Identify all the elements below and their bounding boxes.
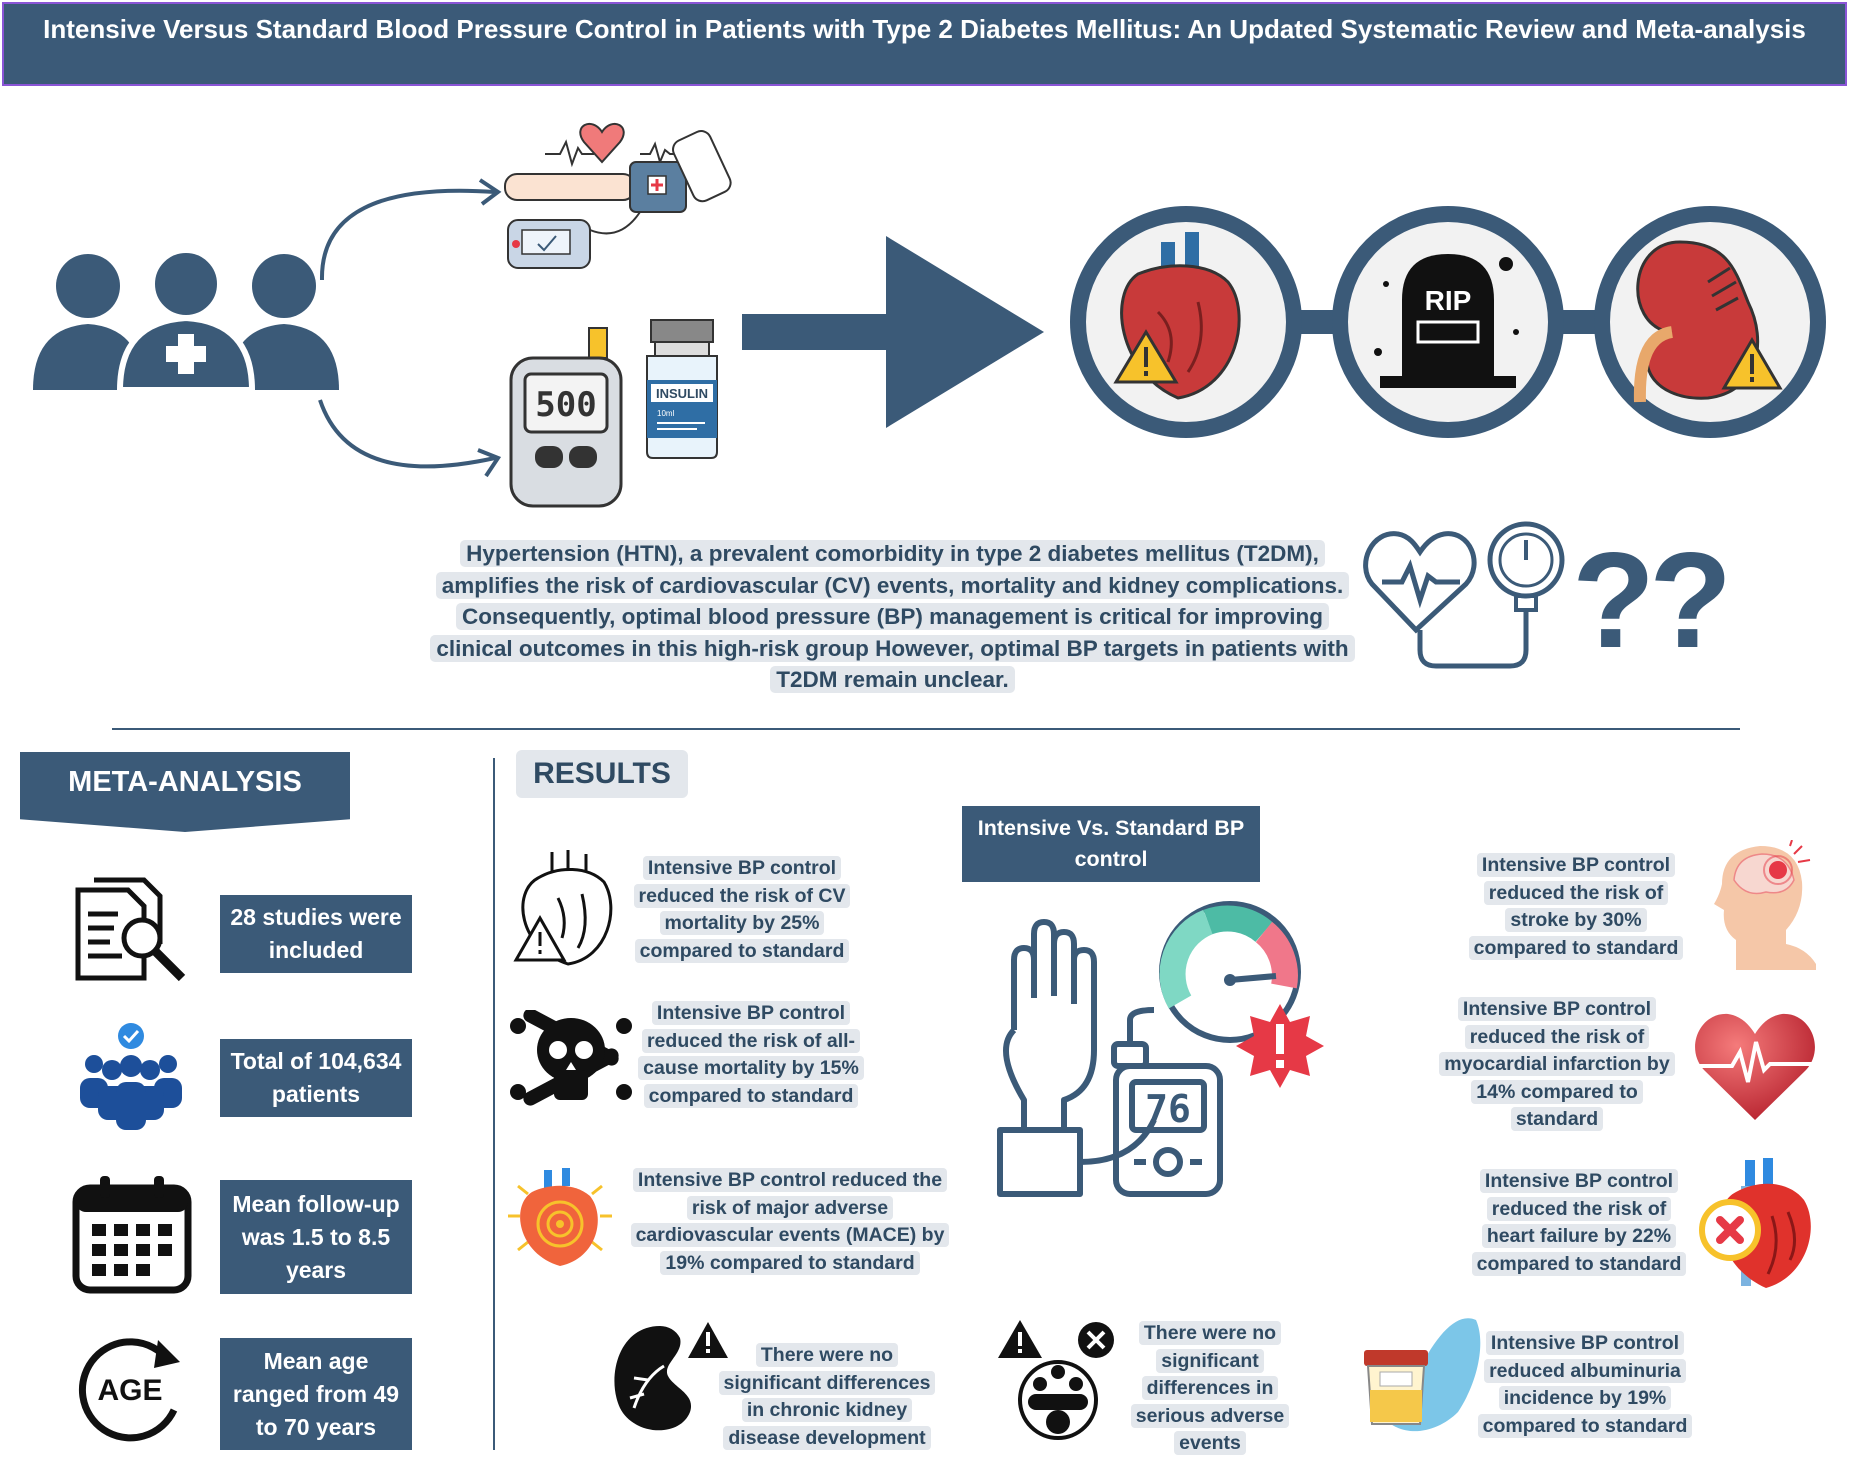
big-right-arrow-icon xyxy=(742,236,1044,428)
kidney-warning-icon xyxy=(1633,240,1783,403)
result-serious-adverse-events: There were no significant differences in… xyxy=(1126,1320,1294,1458)
result-albuminuria: Intensive BP control reduced albuminuria… xyxy=(1466,1330,1704,1440)
heart-warning-icon xyxy=(1113,232,1241,400)
result-cv-mortality: Intensive BP control reduced the risk of… xyxy=(628,855,856,965)
results-heading: RESULTS xyxy=(516,750,688,798)
age-icon: AGE xyxy=(78,1338,180,1442)
column-divider xyxy=(493,758,495,1450)
svg-text:RIP: RIP xyxy=(1425,285,1472,316)
calendar-icon xyxy=(72,1176,192,1294)
svg-text:76: 76 xyxy=(1145,1087,1191,1131)
kidney-warning-black-icon xyxy=(614,1322,728,1431)
skull-crossbones-icon xyxy=(510,1010,632,1106)
patients-group-icon xyxy=(33,248,339,390)
heart-mace-icon xyxy=(508,1168,612,1266)
intro-text: Hypertension (HTN), a prevalent comorbid… xyxy=(430,540,1355,693)
intro-paragraph: Hypertension (HTN), a prevalent comorbid… xyxy=(420,538,1365,696)
svg-text:AGE: AGE xyxy=(97,1374,162,1407)
intensive-vs-standard-label: Intensive Vs. Standard BP control xyxy=(962,806,1260,882)
question-marks: ?? xyxy=(1572,524,1732,676)
glucometer-insulin-icon: 500 INSULIN 10ml xyxy=(509,319,718,508)
page-title: Intensive Versus Standard Blood Pressure… xyxy=(43,14,1806,44)
meta-analysis-banner: META-ANALYSIS xyxy=(20,752,350,832)
heart-ecg-icon xyxy=(1695,1013,1815,1120)
bp-monitor-alert-icon: 76 xyxy=(997,901,1324,1197)
group-check-icon xyxy=(80,1023,182,1130)
result-mace: Intensive BP control reduced the risk of… xyxy=(624,1167,956,1277)
urine-sample-hand-icon xyxy=(1364,1318,1481,1432)
branch-arrows-icon xyxy=(318,178,502,478)
result-ckd: There were no significant differences in… xyxy=(712,1342,942,1452)
stat-follow-up: Mean follow-up was 1.5 to 8.5 years xyxy=(220,1180,412,1294)
meta-analysis-heading: META-ANALYSIS xyxy=(68,766,302,798)
section-divider xyxy=(112,728,1740,730)
outcome-circles: RIP xyxy=(1070,206,1826,438)
heart-failure-icon xyxy=(1699,1158,1811,1288)
result-stroke: Intensive BP control reduced the risk of… xyxy=(1460,852,1692,962)
result-all-cause-mortality: Intensive BP control reduced the risk of… xyxy=(636,1000,866,1110)
serious-adverse-events-icon xyxy=(998,1320,1114,1440)
bp-cuff-icon xyxy=(504,122,732,269)
tombstone-icon: RIP xyxy=(1374,254,1519,388)
title-bar: Intensive Versus Standard Blood Pressure… xyxy=(2,2,1847,86)
stat-patients: Total of 104,634 patients xyxy=(220,1039,412,1117)
heart-gauge-icon xyxy=(1363,521,1565,669)
result-mi: Intensive BP control reduced the risk of… xyxy=(1436,996,1678,1134)
stat-age: Mean age ranged from 49 to 70 years xyxy=(220,1338,412,1450)
heart-outline-warning-icon xyxy=(513,850,613,966)
svg-text:500: 500 xyxy=(535,385,596,425)
svg-text:10ml: 10ml xyxy=(657,409,675,418)
result-heart-failure: Intensive BP control reduced the risk of… xyxy=(1466,1168,1692,1278)
stat-studies: 28 studies were included xyxy=(220,895,412,973)
head-stroke-icon xyxy=(1714,840,1816,970)
document-search-icon xyxy=(75,877,186,982)
svg-text:INSULIN: INSULIN xyxy=(656,386,708,401)
